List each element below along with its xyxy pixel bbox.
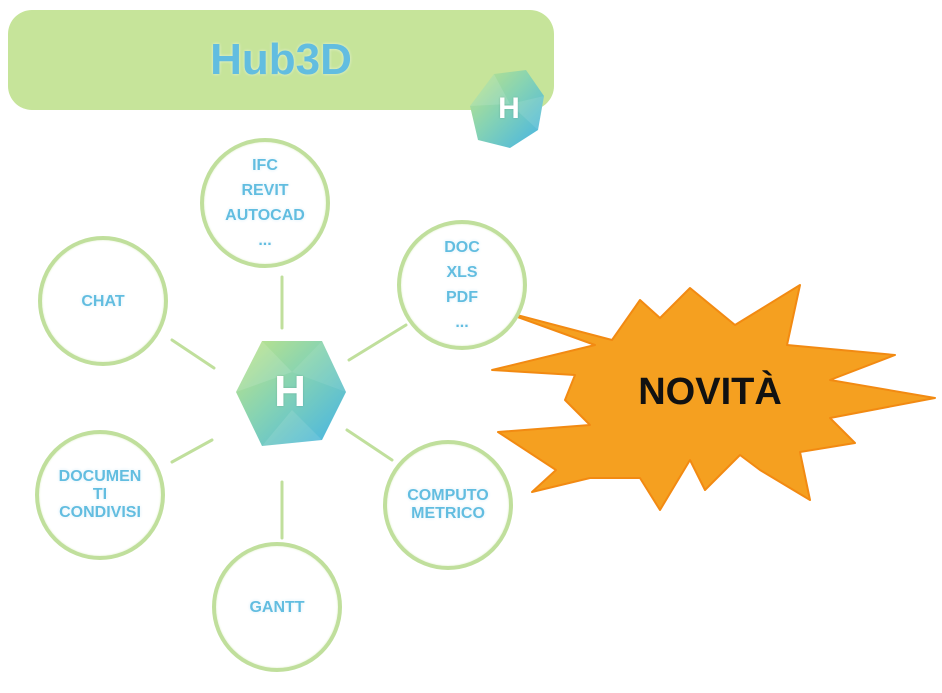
node-gantt[interactable]: GANTT bbox=[212, 542, 342, 672]
hub3d-logo-icon bbox=[470, 70, 544, 148]
format-pdf: PDF bbox=[446, 289, 478, 306]
connector-top-right bbox=[347, 323, 408, 362]
node-3d-formats[interactable]: IFC REVIT AUTOCAD ... bbox=[200, 138, 330, 268]
computo-line-1: COMPUTO bbox=[407, 487, 489, 504]
hub-center-icon bbox=[236, 341, 346, 446]
format-revit: REVIT bbox=[241, 182, 289, 199]
gantt-label: GANTT bbox=[249, 598, 305, 616]
connector-top-left bbox=[170, 338, 216, 370]
node-doc-formats[interactable]: DOC XLS PDF ... bbox=[397, 220, 527, 350]
node-computo-metrico[interactable]: COMPUTO METRICO bbox=[383, 440, 513, 570]
starburst-icon bbox=[491, 284, 936, 511]
documents-line-1: DOCUMEN bbox=[58, 468, 142, 485]
title-bar: Hub3D bbox=[8, 10, 554, 110]
format-more-doc: ... bbox=[455, 314, 469, 331]
node-shared-documents[interactable]: DOCUMEN TI CONDIVISI bbox=[35, 430, 165, 560]
format-doc: DOC bbox=[444, 239, 480, 256]
connector-lines bbox=[170, 275, 408, 540]
format-more: ... bbox=[258, 232, 272, 249]
format-ifc: IFC bbox=[252, 157, 278, 174]
connector-bottom-left bbox=[170, 438, 214, 464]
documents-line-3: CONDIVISI bbox=[59, 504, 141, 521]
format-autocad: AUTOCAD bbox=[225, 207, 305, 224]
hub-letter: H bbox=[274, 367, 306, 416]
computo-line-2: METRICO bbox=[411, 505, 485, 522]
novita-badge-label: NOVITÀ bbox=[638, 370, 782, 413]
app-title: Hub3D bbox=[210, 35, 352, 84]
node-chat[interactable]: CHAT bbox=[38, 236, 168, 366]
connector-bottom-right bbox=[345, 428, 394, 462]
logo-letter: H bbox=[498, 92, 520, 125]
chat-label: CHAT bbox=[81, 292, 125, 310]
format-xls: XLS bbox=[446, 264, 478, 281]
documents-line-2: TI bbox=[92, 486, 108, 503]
